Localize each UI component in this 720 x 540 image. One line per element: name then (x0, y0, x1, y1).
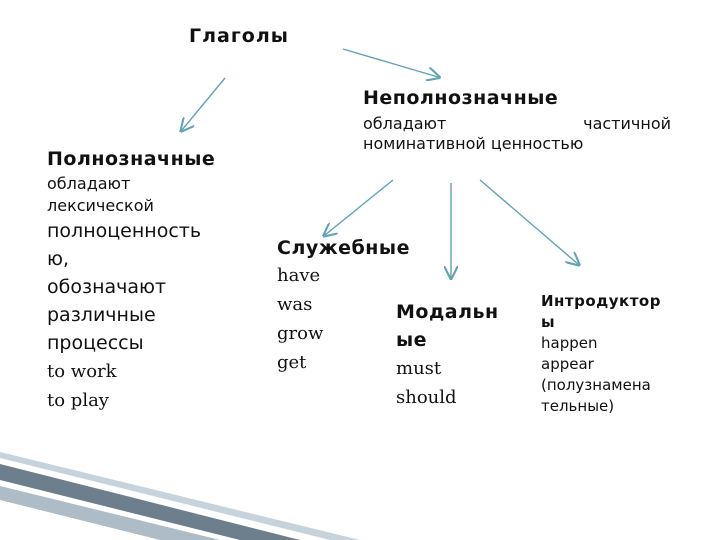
arrow-root-to-full (182, 77, 226, 130)
service-example: have (277, 265, 321, 286)
arrow-nonfull-to-service (325, 179, 394, 235)
nonfull-desc-line2: номинативной ценностью (363, 134, 584, 153)
arrow-nonfull-to-intro (479, 179, 578, 264)
modal-example: should (396, 387, 457, 408)
service-example: was (277, 294, 313, 315)
stripe-gap-3 (0, 500, 160, 540)
nonfull-desc-right: частичной (583, 114, 671, 133)
full-line: лексической (47, 196, 154, 215)
full-title: Полнозначные (47, 148, 216, 170)
nonfull-desc-left: обладают (363, 114, 447, 133)
service-example: get (277, 352, 307, 373)
arrow-root-to-nonfull (342, 48, 438, 77)
intro-block: Интродуктор ы happen appear (полузнамена… (541, 291, 661, 417)
service-title: Служебные (277, 237, 411, 259)
intro-line: (полузнамена (541, 376, 651, 394)
intro-line: тельные) (541, 397, 615, 415)
full-block: Полнозначные обладают лексической полноц… (47, 148, 215, 415)
service-block: Служебные have was grow get (277, 237, 410, 377)
decorative-stripes (0, 452, 360, 540)
intro-line: happen (541, 334, 598, 352)
root-title: Глаголы (189, 25, 289, 47)
modal-title-line: ые (396, 329, 428, 351)
full-line: обозначают (47, 276, 167, 298)
full-line: полноценность (47, 220, 202, 242)
intro-line: appear (541, 355, 594, 373)
nonfull-desc-line1: обладают частичной (363, 114, 671, 133)
full-example: to play (47, 390, 109, 411)
modal-block: Модальн ые must should (396, 298, 499, 412)
full-line: обладают (47, 174, 131, 193)
full-example: to work (47, 361, 117, 382)
full-line: различные (47, 304, 156, 326)
intro-title-line: ы (541, 313, 555, 331)
full-line: процессы (47, 332, 144, 354)
service-example: grow (277, 323, 324, 344)
modal-example: must (396, 358, 442, 379)
full-line: ю, (47, 248, 70, 270)
modal-title-line: Модальн (396, 301, 499, 323)
intro-title-line: Интродуктор (541, 292, 661, 310)
nonfull-description: обладают частичной номинативной ценность… (363, 114, 671, 155)
nonfull-title: Неполнозначные (363, 87, 559, 109)
